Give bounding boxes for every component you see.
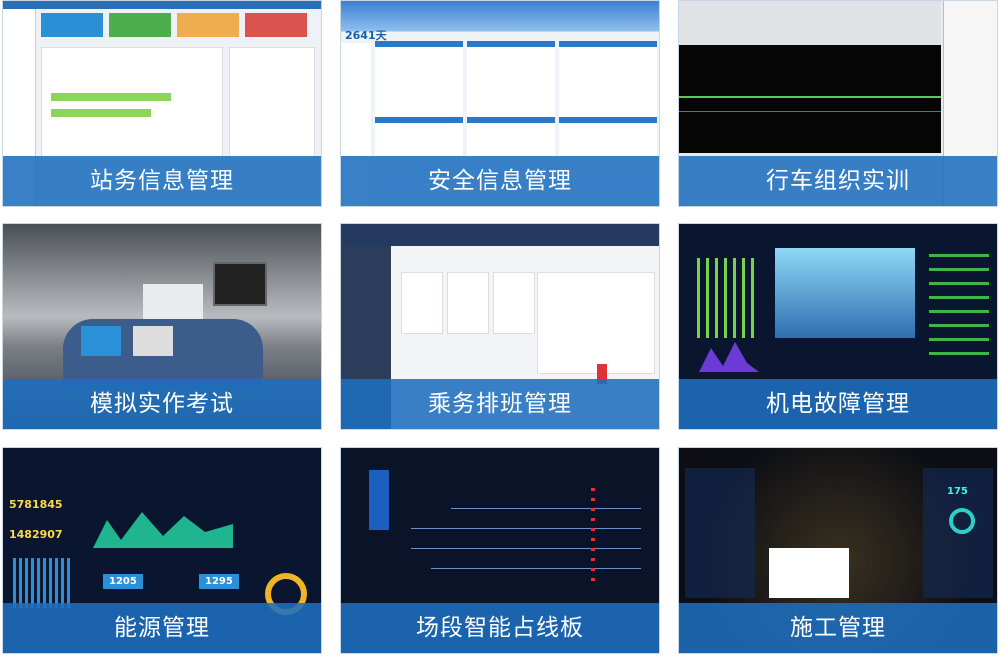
tile-safety-info[interactable]: 2641天 安全信息管理 xyxy=(340,0,660,207)
tile-energy[interactable]: 5781845 1482907 1205 1295 能源管理 xyxy=(2,447,322,654)
tile-label: 行车组织实训 xyxy=(679,156,997,206)
tile-label: 安全信息管理 xyxy=(341,156,659,206)
tile-label: 模拟实作考试 xyxy=(3,379,321,429)
tile-station-info[interactable]: 站务信息管理 xyxy=(2,0,322,207)
tile-simulation-exam[interactable]: 模拟实作考试 xyxy=(2,223,322,430)
tile-label: 乘务排班管理 xyxy=(341,379,659,429)
tile-label: 施工管理 xyxy=(679,603,997,653)
tile-label: 场段智能占线板 xyxy=(341,603,659,653)
tile-train-operation[interactable]: 行车组织实训 xyxy=(678,0,998,207)
tile-electromechanical-fault[interactable]: 机电故障管理 xyxy=(678,223,998,430)
tile-crew-scheduling[interactable]: 乘务排班管理 xyxy=(340,223,660,430)
tile-construction[interactable]: 175 施工管理 xyxy=(678,447,998,654)
tile-label: 站务信息管理 xyxy=(3,156,321,206)
tile-depot-occupancy-board[interactable]: 场段智能占线板 xyxy=(340,447,660,654)
tile-label: 能源管理 xyxy=(3,603,321,653)
tile-label: 机电故障管理 xyxy=(679,379,997,429)
